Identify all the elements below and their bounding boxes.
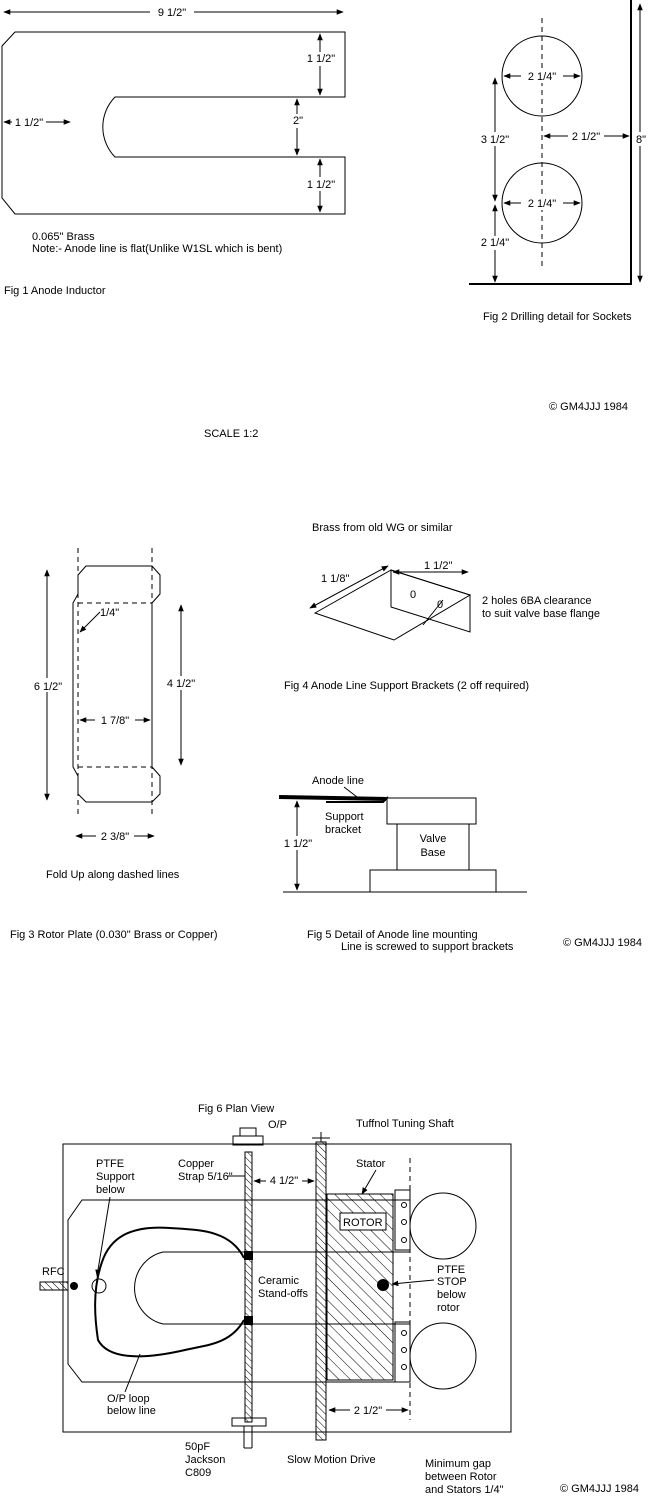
fig4-depth-dim: 1 1/8" xyxy=(321,573,349,585)
fig6-gap-dim: 4 1/2" xyxy=(270,1175,298,1187)
fig6-gap-2: between Rotor xyxy=(425,1471,497,1483)
fig6-ptfe-stop-1: PTFE xyxy=(437,1264,465,1276)
fig1-inductor-outline xyxy=(1,31,346,215)
fig2-hole-top xyxy=(501,35,583,117)
fig4-caption: Fig 4 Anode Line Support Brackets (2 off… xyxy=(284,680,529,692)
fig3-total-dim: 6 1/2" xyxy=(34,681,62,693)
fig6-standoff-top xyxy=(244,1251,253,1260)
fig2-hole-bottom xyxy=(501,162,583,244)
fig3-inner-dim: 4 1/2" xyxy=(167,678,195,690)
fig6-op-loop xyxy=(94,1226,245,1358)
fig6-stator xyxy=(394,1189,411,1251)
fig6-ptfe-support-2: Support xyxy=(96,1171,135,1183)
fig6-ptfe-stop-2: STOP xyxy=(437,1276,467,1288)
fig6-plan-view: Fig 6 Plan View O/P Tuffnol Tuning Shaft… xyxy=(39,1103,512,1496)
fig3-caption: Fig 3 Rotor Plate (0.030" Brass or Coppe… xyxy=(10,929,218,941)
fig4-support-bracket: Brass from old WG or similar 1 1/8" 1 1/… xyxy=(284,522,600,692)
fig6-stator-label: Stator xyxy=(356,1158,386,1170)
scale-label: SCALE 1:2 xyxy=(204,428,258,440)
fig5-valve-top xyxy=(386,797,477,825)
fig3-fold-dim: 1/4" xyxy=(100,607,119,619)
fig6-capacitor xyxy=(231,1417,267,1427)
fig6-rotor-label-box xyxy=(339,1212,387,1231)
fig4-holes-line1: 2 holes 6BA clearance xyxy=(482,595,591,607)
fig4-bracket-flange xyxy=(390,569,471,633)
fig3-fold-note: Fold Up along dashed lines xyxy=(46,869,180,881)
fig5-base-block xyxy=(369,869,497,893)
fig6-ceramic-2: Stand-offs xyxy=(258,1288,308,1300)
fig3-width-dim: 2 3/8" xyxy=(101,831,129,843)
fig6-stator-dim: 2 1/2" xyxy=(354,1405,382,1417)
fig6-cap-1: 50pF xyxy=(185,1441,210,1453)
fig6-socket-top xyxy=(409,1192,477,1260)
fig5-anode-label: Anode line xyxy=(312,775,364,787)
copyright-bottom: © GM4JJJ 1984 xyxy=(560,1483,639,1495)
fig6-op-label: O/P xyxy=(268,1119,287,1131)
fig5-anode-line xyxy=(278,795,387,801)
fig6-rotor-label: ROTOR xyxy=(343,1217,383,1229)
fig2-caption: Fig 2 Drilling detail for Sockets xyxy=(483,311,632,323)
fig1-length-dim: 9 1/2" xyxy=(158,7,186,19)
fig5-support-line2: bracket xyxy=(325,824,361,836)
fig6-ptfe-support-3: below xyxy=(96,1184,125,1196)
fig6-tuning-shaft xyxy=(315,1141,327,1441)
fig6-op-loop-2: below line xyxy=(107,1405,156,1417)
fig1-anode-inductor: 9 1/2" 1 1/2" 2" 1 1/2" 1 1/2" 0.065" Br… xyxy=(1,4,346,297)
fig6-ptfe-stop-3: below xyxy=(437,1289,466,1301)
fig6-tuning-shaft-label: Tuffnol Tuning Shaft xyxy=(356,1118,454,1130)
fig6-op-loop-1: O/P loop xyxy=(107,1393,150,1405)
fig1-arm-bottom-dim: 1 1/2" xyxy=(307,179,335,191)
fig2-offset-dim: 2 1/2" xyxy=(572,131,600,143)
fig3-inner-width-dim: 1 7/8" xyxy=(101,715,129,727)
copyright-top: © GM4JJJ 1984 xyxy=(549,401,628,413)
fig5-anode-mounting: Anode line Support bracket Valve Base 1 … xyxy=(278,775,527,953)
fig6-gap-3: and Stators 1/4" xyxy=(425,1484,504,1496)
fig6-ptfe-stop-4: rotor xyxy=(437,1302,460,1314)
fig5-caption-line2: Line is screwed to support brackets xyxy=(341,941,514,953)
fig5-height-dim: 1 1/2" xyxy=(284,838,312,850)
fig5-support-bracket xyxy=(326,796,389,803)
fig6-rfc xyxy=(39,1281,69,1291)
fig6-slow-motion: Slow Motion Drive xyxy=(287,1454,376,1466)
fig6-copper-strap xyxy=(244,1151,253,1423)
fig2-height-dim: 8" xyxy=(636,134,646,146)
fig6-standoff-bottom xyxy=(244,1316,253,1325)
fig2-spacing-dim: 3 1/2" xyxy=(481,134,509,146)
fig5-support-line1: Support xyxy=(325,811,364,823)
fig1-material: 0.065" Brass xyxy=(32,231,95,243)
fig2-hole-bottom-dim: 2 1/4" xyxy=(528,198,556,210)
fig1-caption: Fig 1 Anode Inductor xyxy=(4,285,106,297)
fig4-width-dim: 1 1/2" xyxy=(424,560,452,572)
fig4-material: Brass from old WG or similar xyxy=(312,522,453,534)
fig4-hole-mark-1: 0 xyxy=(410,589,416,601)
fig6-rfc-label: RFC xyxy=(42,1266,65,1278)
fig6-cap-2: Jackson xyxy=(185,1454,225,1466)
fig6-copper-2: Strap 5/16" xyxy=(178,1171,233,1183)
fig6-socket-bottom xyxy=(409,1322,477,1390)
fig6-caption: Fig 6 Plan View xyxy=(198,1103,274,1115)
fig4-holes-line2: to suit valve base flange xyxy=(482,608,600,620)
fig6-cap-3: C809 xyxy=(185,1467,211,1479)
fig1-arm-top-dim: 1 1/2" xyxy=(307,53,335,65)
fig5-valve-line2: Base xyxy=(420,847,445,859)
fig6-ptfe-support-1: PTFE xyxy=(96,1158,124,1170)
copyright-middle: © GM4JJJ 1984 xyxy=(563,937,642,949)
fig5-valve-line1: Valve xyxy=(420,833,447,845)
fig6-ptfe-stop xyxy=(377,1279,389,1291)
fig6-ptfe-support xyxy=(91,1278,107,1294)
fig6-gap-1: Minimum gap xyxy=(425,1458,491,1470)
fig6-ceramic-1: Ceramic xyxy=(258,1275,299,1287)
fig3-rotor-plate: 6 1/2" 1/4" 4 1/2" 1 7/8" 2 3/8" Fold Up… xyxy=(10,548,218,941)
fig1-end-dim: 1 1/2" xyxy=(15,117,43,129)
fig2-plate-edge xyxy=(469,0,632,285)
fig6-copper-1: Copper xyxy=(178,1158,214,1170)
fig2-hole-top-dim: 2 1/4" xyxy=(528,71,556,83)
fig1-note: Note:- Anode line is flat(Unlike W1SL wh… xyxy=(32,243,282,255)
fig4-hole-mark-2: 0 xyxy=(437,599,443,611)
fig5-caption-line1: Fig 5 Detail of Anode line mounting xyxy=(307,929,478,941)
fig2-socket-drilling: 2 1/4" 2 1/4" 3 1/2" 2 1/2" 8" 2 1/4" Fi… xyxy=(469,0,649,323)
fig1-slot-dim: 2" xyxy=(293,115,303,127)
fig2-bottom-dim: 2 1/4" xyxy=(481,237,509,249)
